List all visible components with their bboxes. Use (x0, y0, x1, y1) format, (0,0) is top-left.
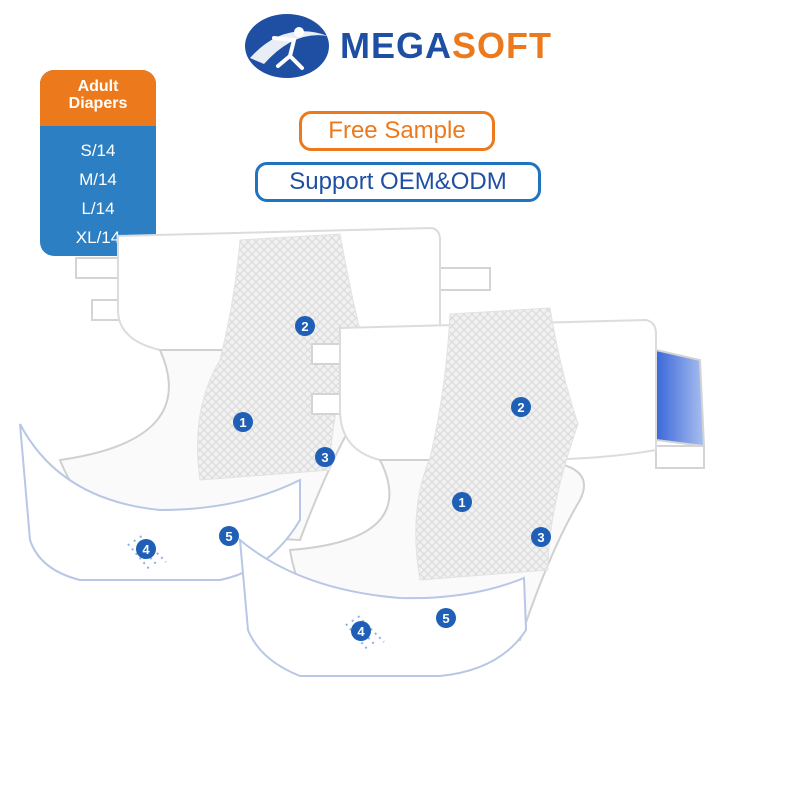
feature-marker-3: 3 (315, 447, 335, 467)
size-item: L/14 (81, 199, 115, 218)
svg-text:2: 2 (301, 319, 308, 334)
svg-text:3: 3 (321, 450, 328, 465)
brand-logo: MEGASOFT (244, 12, 564, 80)
size-card-title-line2: Diapers (68, 95, 128, 112)
svg-text:1: 1 (239, 415, 246, 430)
diaper-illustration: 1 2 3 4 5 1 2 3 4 5 (19, 226, 706, 677)
feature-marker-4: 4 (351, 621, 371, 641)
svg-text:4: 4 (357, 624, 365, 639)
running-person-icon (245, 14, 329, 78)
brand-name-part1: MEGA (340, 25, 452, 66)
oem-odm-badge: Support OEM&ODM (255, 162, 541, 202)
size-item: S/14 (80, 141, 116, 160)
svg-text:3: 3 (537, 530, 544, 545)
size-card-title: Adult Diapers (40, 70, 156, 126)
size-list: S/14 M/14 L/14 XL/14 (40, 126, 156, 252)
svg-text:2: 2 (517, 400, 524, 415)
brand-name-part2: SOFT (452, 25, 552, 66)
feature-marker-5: 5 (436, 608, 456, 628)
feature-marker-2: 2 (295, 316, 315, 336)
size-card-title-line1: Adult (77, 78, 119, 95)
feature-marker-2: 2 (511, 397, 531, 417)
feature-marker-4: 4 (136, 539, 156, 559)
svg-text:1: 1 (458, 495, 465, 510)
brand-name: MEGASOFT (340, 26, 552, 66)
feature-marker-1: 1 (452, 492, 472, 512)
svg-text:5: 5 (225, 529, 232, 544)
blue-fastening-tape (655, 348, 706, 448)
feature-marker-5: 5 (219, 526, 239, 546)
size-item: M/14 (79, 170, 117, 189)
size-item: XL/14 (75, 228, 121, 247)
feature-marker-1: 1 (233, 412, 253, 432)
feature-marker-3: 3 (531, 527, 551, 547)
svg-text:4: 4 (142, 542, 150, 557)
diaper-right (238, 307, 706, 677)
svg-text:5: 5 (442, 611, 449, 626)
size-card: Adult Diapers S/14 M/14 L/14 XL/14 (40, 70, 156, 256)
free-sample-badge: Free Sample (299, 111, 495, 151)
